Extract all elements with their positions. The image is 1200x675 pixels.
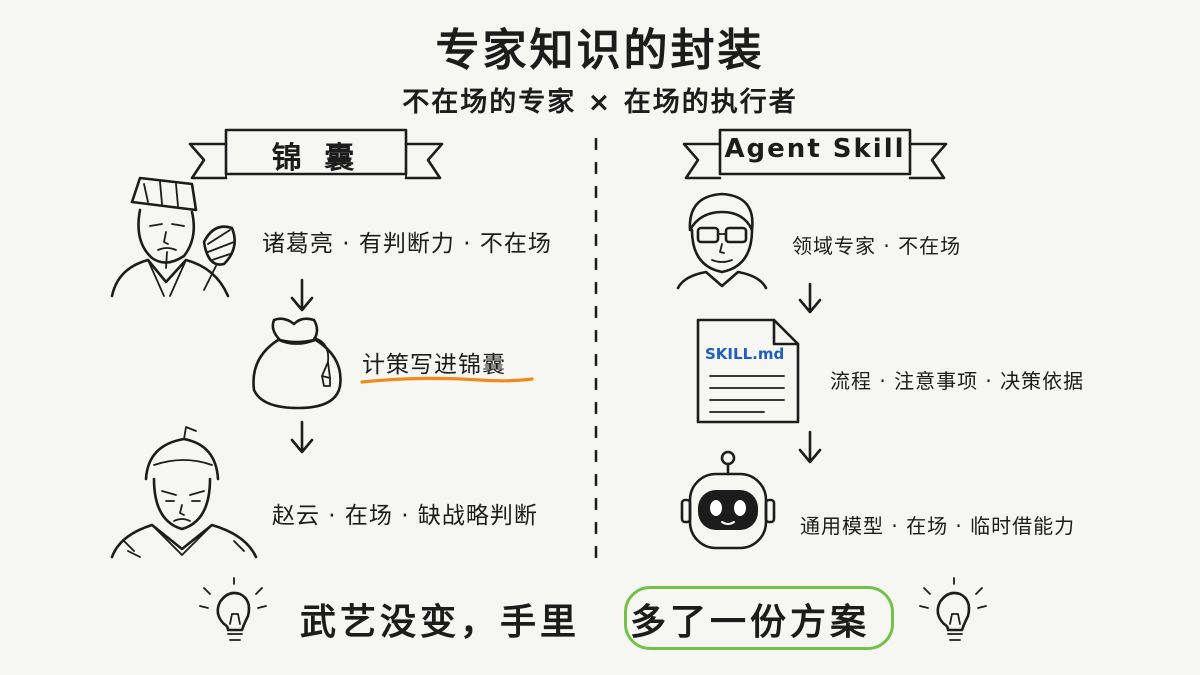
arrow-down-icon	[290, 278, 314, 312]
silk-bag-illustration	[252, 317, 342, 410]
bag-label: 计策写进锦囊	[362, 352, 506, 378]
skill-file-name: SKILL.md	[705, 345, 785, 363]
robot-icon	[680, 450, 776, 550]
page-title: 专家知识的封装	[435, 25, 765, 76]
lightbulb-icon	[919, 577, 987, 641]
left-banner	[188, 128, 444, 180]
arrow-down-icon	[290, 420, 314, 454]
highlight-text: 多了一份方案	[630, 602, 871, 643]
highlight-box	[624, 586, 894, 650]
zhuge-liang-illustration	[110, 176, 236, 298]
bottom-caption: 武艺没变，手里	[300, 602, 581, 643]
right-banner-label: Agent Skill	[724, 134, 906, 164]
zhuge-liang-label: 诸葛亮 · 有判断力 · 不在场	[262, 231, 552, 257]
zhao-yun-illustration	[110, 426, 258, 559]
arrow-down-icon	[798, 430, 822, 464]
robot-label: 通用模型 · 在场 · 临时借能力	[800, 514, 1076, 538]
left-banner-label: 锦 囊	[271, 141, 361, 176]
domain-expert-illustration	[676, 192, 768, 290]
arrow-down-icon	[798, 282, 822, 314]
page-subtitle: 不在场的专家 × 在场的执行者	[402, 87, 798, 118]
right-banner	[682, 128, 948, 180]
lightbulb-icon	[199, 577, 267, 641]
orange-underline	[360, 376, 534, 384]
skill-file-icon	[696, 318, 800, 424]
file-label: 流程 · 注意事项 · 决策依据	[830, 369, 1085, 393]
zhao-yun-label: 赵云 · 在场 · 缺战略判断	[272, 503, 538, 529]
expert-label: 领域专家 · 不在场	[792, 234, 962, 258]
center-divider	[594, 138, 598, 563]
